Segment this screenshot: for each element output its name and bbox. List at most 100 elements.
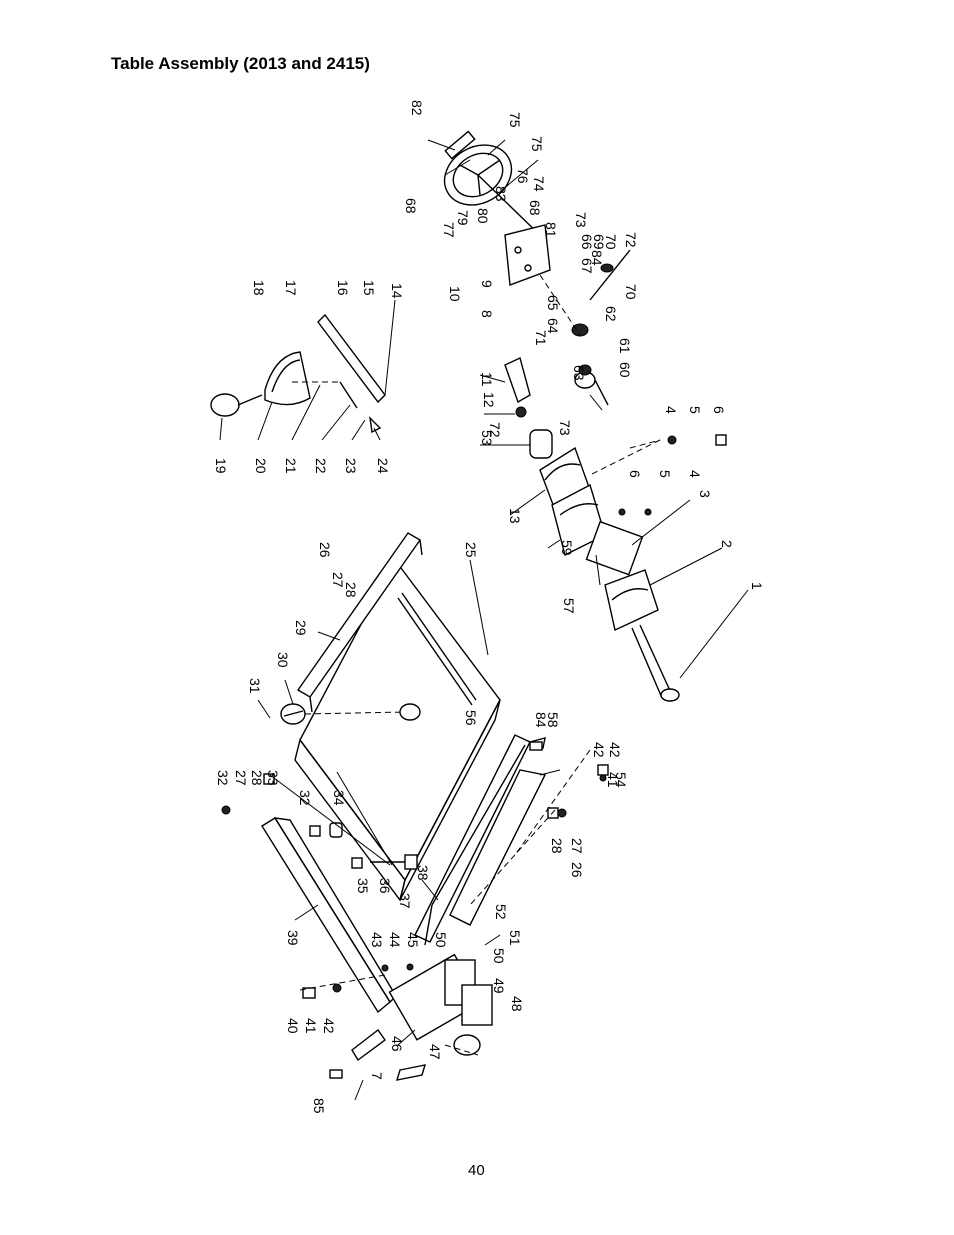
callout-label: 81 <box>543 222 559 238</box>
callout-label: 68 <box>527 200 543 216</box>
callout-label: 25 <box>463 542 479 558</box>
callout-label: 60 <box>617 362 633 378</box>
table-top <box>294 558 501 902</box>
callout-label: 40 <box>285 1018 301 1034</box>
callout-label: 42 <box>607 742 623 758</box>
callout-label: 72 <box>487 422 503 438</box>
callout-label: 42 <box>321 1018 337 1034</box>
callout-label: 6 <box>627 470 643 478</box>
lock-knob <box>280 703 421 725</box>
callout-label: 73 <box>573 212 589 228</box>
callout-label: 24 <box>375 458 391 474</box>
callout-label: 7 <box>369 1072 385 1080</box>
callout-label: 22 <box>313 458 329 474</box>
callout-label: 17 <box>283 280 299 296</box>
callout-labels: 1 2 3 4 4 5 5 6 6 7 8 9 10 11 12 13 14 1… <box>213 100 765 1114</box>
callout-label: 75 <box>529 136 545 152</box>
callout-label: 9 <box>479 280 495 288</box>
callout-label: 59 <box>559 540 575 556</box>
callout-label: 68 <box>403 198 419 214</box>
callout-label: 41 <box>605 772 621 788</box>
callout-label: 28 <box>249 770 265 786</box>
callout-label: 73 <box>557 420 573 436</box>
callout-label: 28 <box>549 838 565 854</box>
callout-label: 79 <box>455 210 471 226</box>
guide-rail <box>414 734 547 946</box>
callout-label: 21 <box>283 458 299 474</box>
callout-label: 70 <box>603 234 619 250</box>
callout-label: 27 <box>330 572 346 588</box>
callout-label: 3 <box>697 490 713 498</box>
miter-gauge <box>210 313 386 434</box>
callout-label: 20 <box>253 458 269 474</box>
callout-label: 54 <box>613 772 629 788</box>
callout-label: 39 <box>285 930 301 946</box>
lead-screw <box>631 624 680 702</box>
callout-label: 84 <box>589 250 605 266</box>
callout-label: 27 <box>233 770 249 786</box>
callout-label: 11 <box>479 372 495 387</box>
callout-label: 16 <box>335 280 351 296</box>
page-title: Table Assembly (2013 and 2415) <box>111 54 370 73</box>
callout-label: 32 <box>297 790 313 806</box>
callout-label: 62 <box>603 306 619 322</box>
callout-label: 53 <box>479 430 495 446</box>
assembly-lines <box>290 274 661 1056</box>
callout-label: 47 <box>427 1044 443 1060</box>
callout-label: 28 <box>343 582 359 598</box>
callout-label: 30 <box>275 652 291 668</box>
locking-handle <box>504 357 553 459</box>
callout-label: 58 <box>545 712 561 728</box>
callout-label: 35 <box>355 878 371 894</box>
callout-label: 5 <box>657 470 673 478</box>
callout-label: 45 <box>405 932 421 948</box>
callout-label: 33 <box>265 770 281 786</box>
callout-label: 32 <box>215 770 231 786</box>
callout-label: 46 <box>389 1036 405 1052</box>
callout-label: 4 <box>687 470 703 478</box>
callout-label: 69 <box>591 234 607 250</box>
callout-label: 41 <box>303 1018 319 1034</box>
callout-label: 70 <box>623 284 639 300</box>
callout-label: 23 <box>343 458 359 474</box>
trunnion-lower <box>604 569 659 632</box>
callout-label: 29 <box>293 620 309 636</box>
callout-label: 2 <box>719 540 735 548</box>
bracket-assembly <box>351 953 493 1081</box>
leader-lines <box>219 139 749 1101</box>
mounting-bracket <box>504 224 551 286</box>
callout-label: 83 <box>493 186 509 202</box>
page-number: 40 <box>468 1162 485 1179</box>
callout-label: 50 <box>491 948 507 964</box>
callout-label: 84 <box>533 712 549 728</box>
callout-label: 13 <box>507 508 523 524</box>
callout-label: 14 <box>389 283 405 299</box>
callout-label: 12 <box>481 392 497 408</box>
rear-rail <box>261 817 397 1014</box>
callout-label: 82 <box>409 100 425 116</box>
callout-label: 56 <box>463 710 479 726</box>
callout-label: 43 <box>369 932 385 948</box>
callout-label: 15 <box>361 280 377 296</box>
callout-label: 42 <box>591 742 607 758</box>
callout-label: 51 <box>507 930 523 946</box>
callout-label: 5 <box>687 406 703 414</box>
shaft-assembly <box>571 249 631 406</box>
front-rail <box>296 532 423 713</box>
callout-label: 8 <box>479 310 495 318</box>
callout-label: 65 <box>545 295 561 311</box>
callout-label: 72 <box>623 232 639 248</box>
callout-label: 85 <box>311 1098 327 1114</box>
callout-label: 34 <box>331 790 347 806</box>
callout-label: 80 <box>475 208 491 224</box>
callout-label: 63 <box>571 365 587 381</box>
callout-label: 26 <box>569 862 585 878</box>
callout-label: 74 <box>531 176 547 192</box>
callout-label: 37 <box>397 893 413 909</box>
callout-label: 1 <box>749 582 765 590</box>
callout-label: 49 <box>491 978 507 994</box>
fasteners <box>221 434 727 1079</box>
trunnion-block <box>585 520 644 576</box>
callout-label: 71 <box>533 330 549 346</box>
